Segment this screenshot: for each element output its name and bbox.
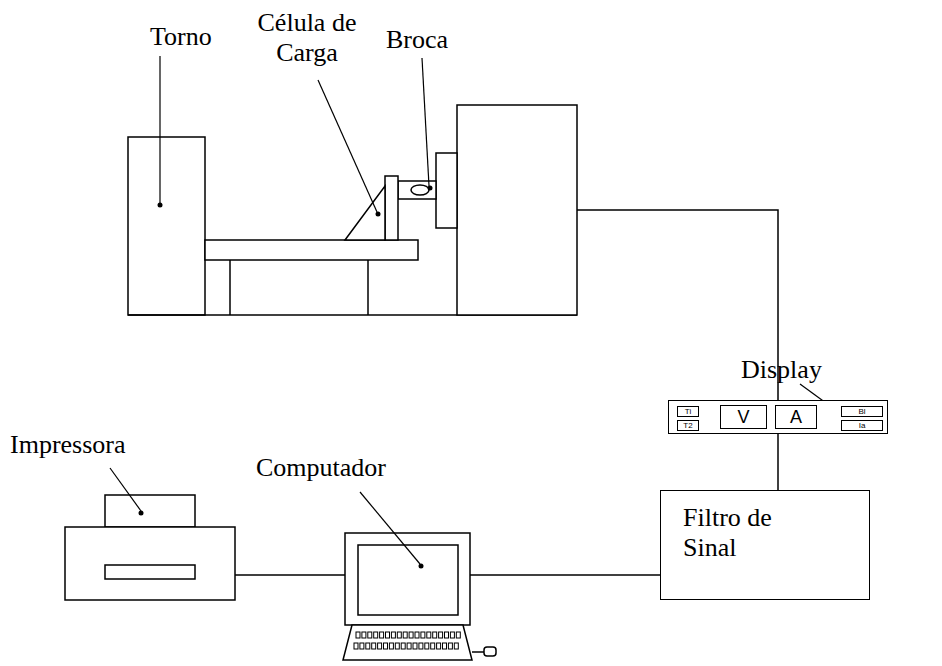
- leader-dot: [419, 564, 424, 569]
- keyboard-key: [378, 643, 382, 649]
- leader-lines: [110, 56, 826, 564]
- keyboard-key: [443, 643, 447, 649]
- screen: [358, 545, 458, 615]
- button-label: V: [721, 406, 766, 428]
- keyboard-keys: [354, 632, 460, 649]
- keyboard-key: [431, 643, 435, 649]
- filter-box: Filtro de Sinal: [660, 490, 870, 600]
- display-readout: A: [775, 405, 817, 429]
- leader-line: [159, 56, 160, 203]
- display-readout: V: [720, 405, 767, 429]
- keyboard-key: [401, 643, 405, 649]
- printer-slot: [105, 565, 195, 579]
- keyboard-key: [419, 643, 423, 649]
- chuck: [436, 153, 457, 228]
- keyboard-key: [360, 643, 364, 649]
- keyboard-cable: [472, 651, 484, 653]
- keyboard-key: [454, 643, 458, 649]
- printer-cable: [235, 574, 345, 576]
- keyboard-key: [384, 643, 388, 649]
- display-button: Ia: [841, 420, 883, 431]
- leader-dot: [376, 212, 381, 217]
- leader-dots: [139, 186, 433, 569]
- leader-line: [110, 468, 141, 511]
- keyboard-key: [433, 632, 437, 638]
- tailstock: [128, 137, 205, 315]
- keyboard-key: [395, 643, 399, 649]
- keyboard: [343, 625, 472, 660]
- button-label: A: [776, 406, 816, 428]
- keyboard-key: [448, 643, 452, 649]
- monitor: [345, 533, 470, 625]
- button-label: T2: [678, 421, 698, 430]
- printer: [65, 495, 235, 600]
- keyboard-key: [362, 632, 366, 638]
- keyboard-key: [437, 643, 441, 649]
- display-panel: DisplayTiT2VABlIa: [668, 400, 888, 434]
- leader-line: [318, 80, 377, 212]
- keyboard-key: [407, 643, 411, 649]
- load-cell: [345, 186, 385, 240]
- keyboard-key: [389, 643, 393, 649]
- keyboard-key: [356, 632, 360, 638]
- keyboard-key: [439, 632, 443, 638]
- keyboard-key: [403, 632, 407, 638]
- display-button: Bl: [841, 406, 883, 417]
- computer: [343, 533, 496, 660]
- leader-line: [422, 58, 429, 186]
- printer-body: [65, 527, 235, 600]
- keyboard-key: [391, 632, 395, 638]
- part-name: Impressora: [10, 430, 126, 460]
- part-name: Computador: [256, 453, 386, 483]
- printer-paper: [105, 495, 195, 527]
- part-name: Broca: [386, 25, 448, 55]
- leader-dot: [158, 203, 163, 208]
- keyboard-key: [409, 632, 413, 638]
- keyboard-key: [380, 632, 384, 638]
- keyboard-key: [374, 632, 378, 638]
- leader-dot: [428, 186, 433, 191]
- signal-wire: [470, 574, 660, 576]
- keyboard-key: [456, 632, 460, 638]
- keyboard-key: [386, 632, 390, 638]
- leader-line: [360, 492, 420, 564]
- leader-dot: [139, 511, 144, 516]
- drill-tip: [411, 185, 429, 195]
- box-label: Filtro de Sinal: [683, 503, 803, 563]
- button-label: Bl: [842, 407, 882, 416]
- headstock: [457, 105, 577, 315]
- lathe: [128, 105, 577, 315]
- keyboard-key: [372, 643, 376, 649]
- bed-leg: [229, 260, 231, 315]
- keyboard-key: [413, 643, 417, 649]
- keyboard-key: [450, 632, 454, 638]
- keyboard-key: [425, 643, 429, 649]
- keyboard-key: [421, 632, 425, 638]
- load-cell-plate: [385, 176, 398, 240]
- signal-cable: [777, 434, 779, 490]
- drill-bit: [398, 181, 436, 199]
- keyboard-key: [354, 643, 358, 649]
- keyboard-key: [397, 632, 401, 638]
- button-label: Ia: [842, 421, 882, 430]
- display-heading: Display: [741, 355, 822, 385]
- part-name: Torno: [150, 22, 212, 52]
- keyboard-key: [427, 632, 431, 638]
- keyboard-plug: [484, 647, 496, 656]
- bed-leg: [367, 260, 369, 315]
- part-name: Célula de Carga: [243, 8, 371, 68]
- keyboard-key: [445, 632, 449, 638]
- keyboard-key: [368, 632, 372, 638]
- display-button: T2: [677, 420, 699, 431]
- display-button: Ti: [677, 406, 699, 417]
- keyboard-key: [415, 632, 419, 638]
- keyboard-key: [366, 643, 370, 649]
- button-label: Ti: [678, 407, 698, 416]
- lathe-bed: [205, 240, 418, 260]
